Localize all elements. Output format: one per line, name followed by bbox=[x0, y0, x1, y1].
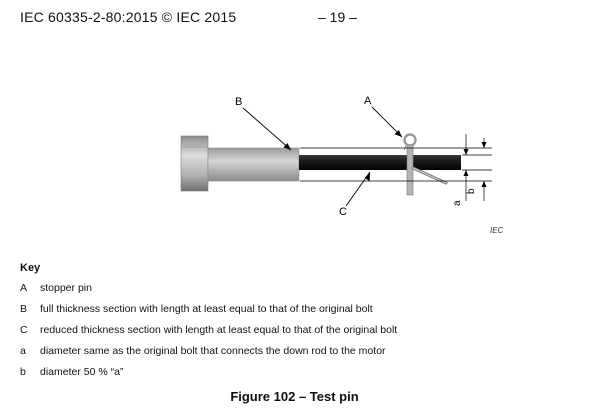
label-a-callout: A bbox=[364, 95, 372, 107]
dimension-label-a: a bbox=[452, 200, 463, 206]
test-pin-figure: B A C b a bbox=[180, 95, 492, 218]
key-item-label: C bbox=[20, 324, 28, 336]
label-c-callout: C bbox=[339, 206, 347, 218]
key-item: a diameter same as the original bolt that… bbox=[20, 345, 386, 357]
key-item-text: diameter 50 % “a” bbox=[40, 366, 124, 378]
key-item-label: a bbox=[20, 345, 26, 357]
key-item-label: A bbox=[20, 282, 28, 294]
key-item-text: stopper pin bbox=[40, 282, 92, 294]
page-number: – 19 – bbox=[318, 9, 357, 25]
key-item-label: B bbox=[20, 303, 28, 315]
full-thickness-section bbox=[207, 147, 300, 182]
figure-caption: Figure 102 – Test pin bbox=[230, 389, 359, 404]
key-item-text: reduced thickness section with length at… bbox=[40, 324, 398, 336]
leader-arrowheads bbox=[283, 130, 402, 182]
key-item: b diameter 50 % “a” bbox=[20, 366, 123, 378]
reduced-thickness-section bbox=[299, 155, 461, 170]
key-item-text: full thickness section with length at le… bbox=[40, 303, 373, 315]
key-heading: Key bbox=[20, 262, 41, 274]
stopper-pin bbox=[403, 133, 448, 196]
bolt-head bbox=[180, 135, 209, 192]
key-item-label: b bbox=[20, 366, 26, 378]
dimension-arrowheads bbox=[463, 142, 487, 187]
standard-reference: IEC 60335-2-80:2015 © IEC 2015 bbox=[20, 9, 237, 25]
dimension-label-b: b bbox=[466, 188, 477, 194]
label-b-callout: B bbox=[235, 96, 242, 108]
key-item-text: diameter same as the original bolt that … bbox=[40, 345, 386, 357]
iec-source-mark: IEC bbox=[490, 226, 504, 235]
